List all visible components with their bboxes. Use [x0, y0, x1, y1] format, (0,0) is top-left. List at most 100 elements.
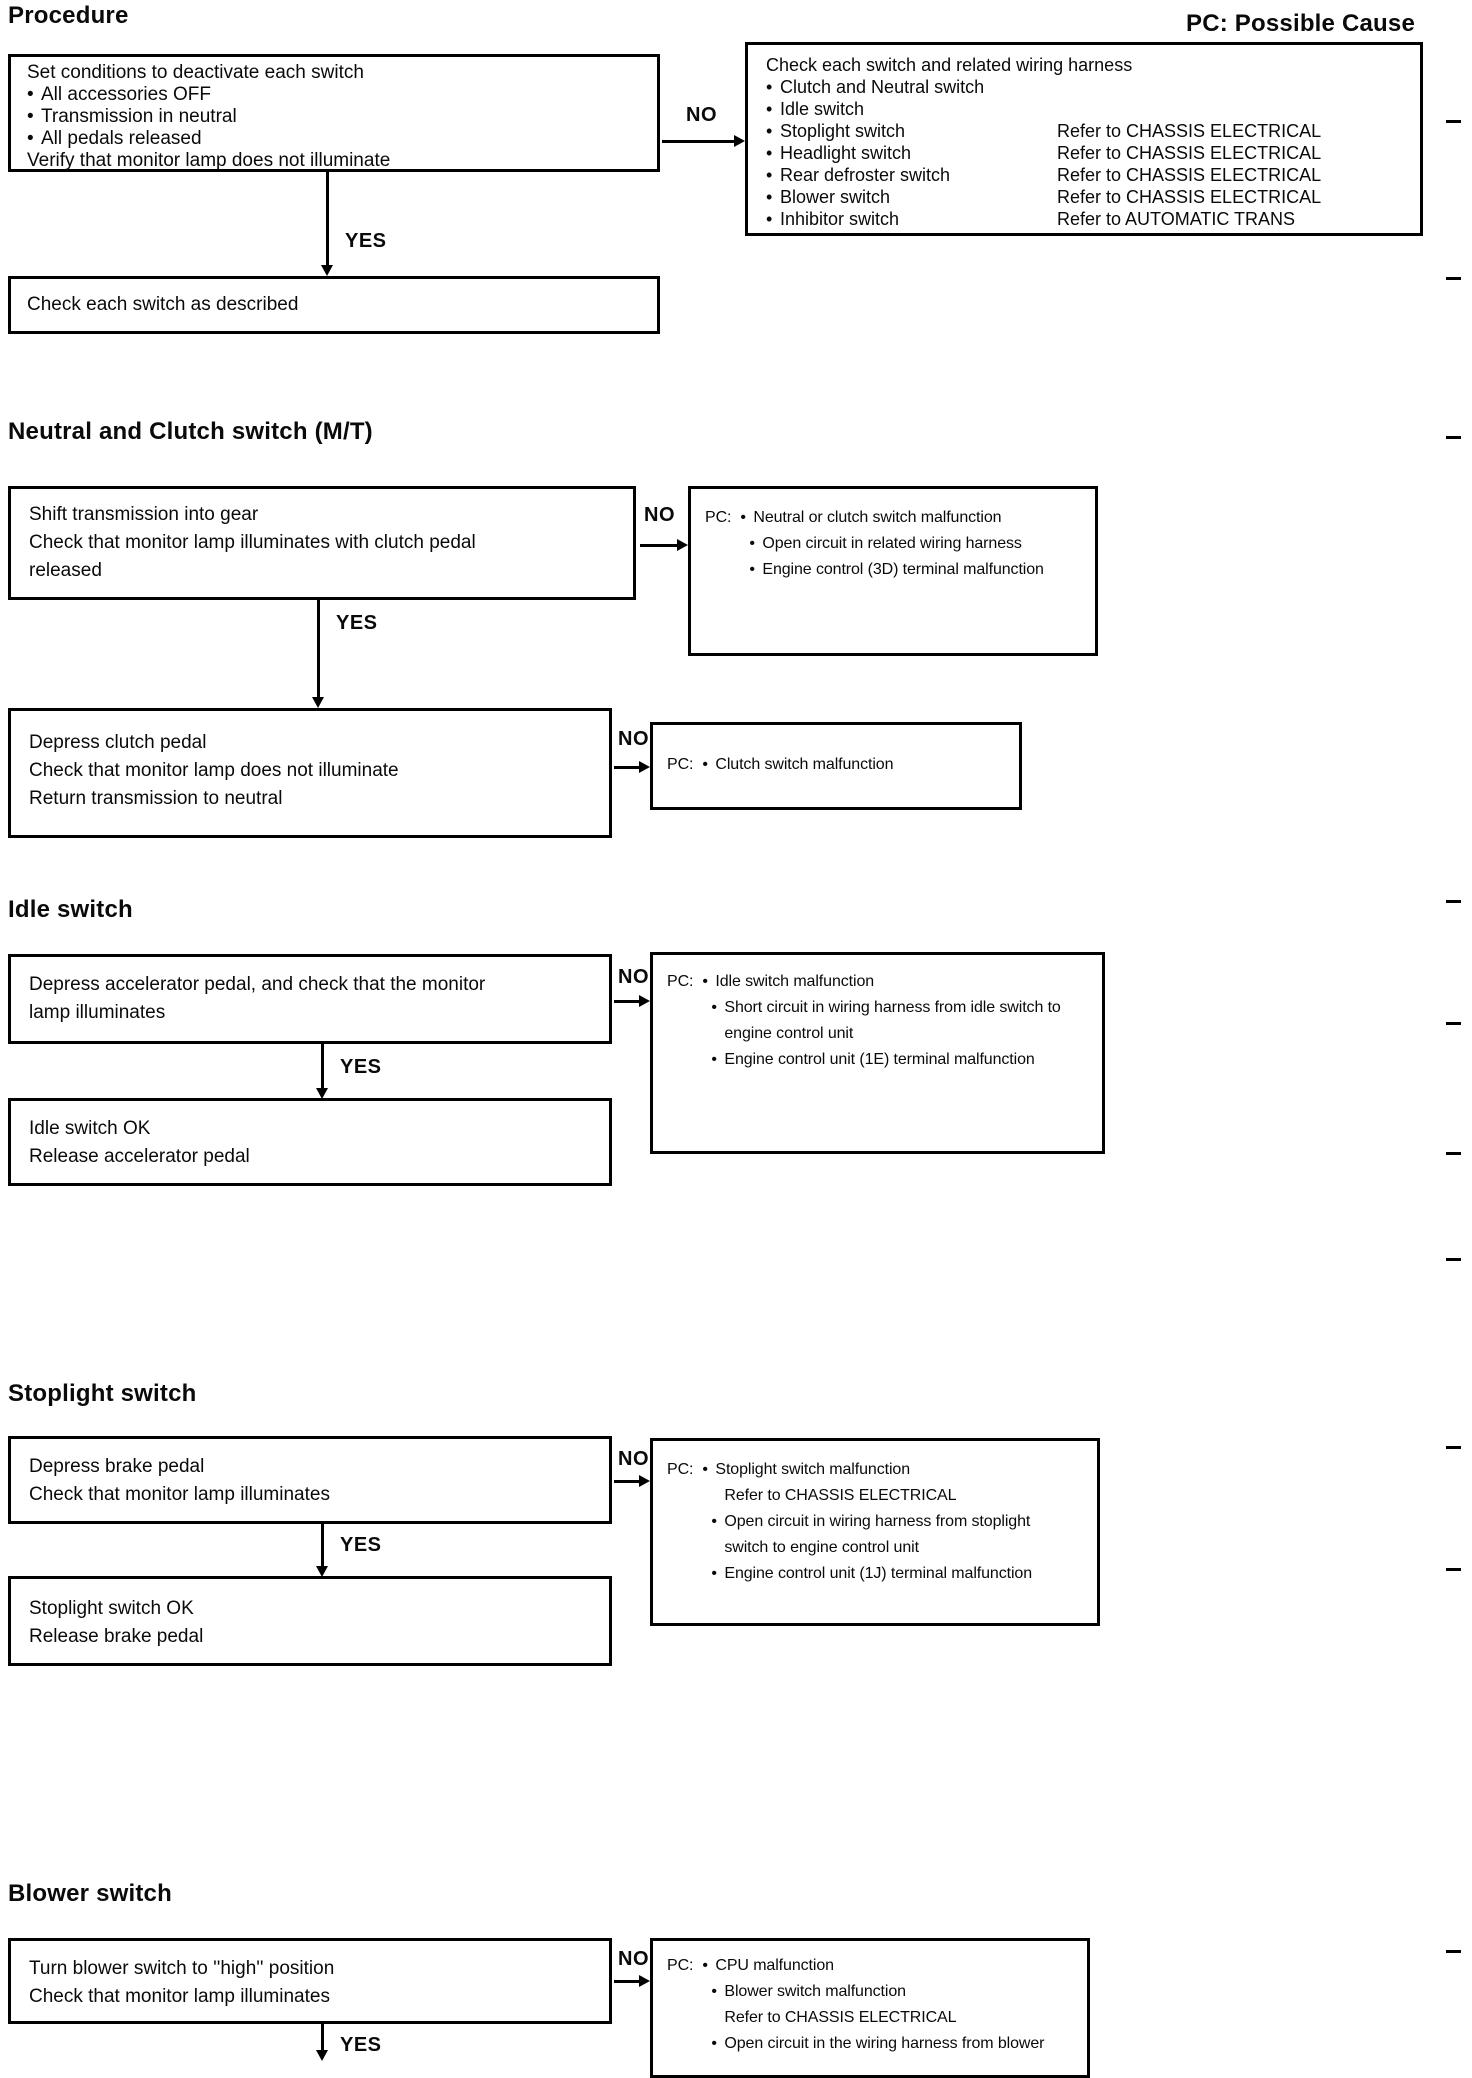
- text-line: Idle switch OK: [29, 1118, 151, 1139]
- text-line: Return transmission to neutral: [29, 788, 283, 809]
- text-line: engine control unit: [724, 1025, 854, 1042]
- yes-label: YES: [340, 1534, 382, 1556]
- idle-ok-box: Idle switch OK Release accelerator pedal: [8, 1098, 612, 1186]
- shift-into-gear-box: Shift transmission into gear Check that …: [8, 486, 636, 600]
- switch-row: Headlight switch Refer to CHASSIS ELECTR…: [766, 142, 1406, 164]
- scan-mark: [1446, 1568, 1461, 1571]
- pc-prefix: PC:: [667, 756, 694, 773]
- text-line: Check that monitor lamp illuminates: [29, 1484, 330, 1505]
- bullet-item: All accessories OFF: [27, 84, 641, 106]
- section-heading-idle: Idle switch: [8, 896, 133, 923]
- flow-arrow-down: [316, 1044, 328, 1099]
- flow-arrow-right: [662, 135, 745, 147]
- bullet-item: All pedals released: [27, 128, 641, 150]
- bullet-item: Transmission in neutral: [27, 106, 641, 128]
- pc-legend: PC: Possible Cause: [1185, 10, 1415, 37]
- text-line: switch to engine control unit: [724, 1539, 919, 1556]
- reference-text: Refer to CHASSIS ELECTRICAL: [1057, 121, 1322, 141]
- flow-arrow-down: [321, 172, 333, 276]
- switch-row: Idle switch: [766, 98, 1406, 120]
- no-label: NO: [618, 728, 649, 750]
- text-line: Turn blower switch to ''high'' position: [29, 1958, 335, 1979]
- stoplight-pc-box: PC: Stoplight switch malfunction Refer t…: [650, 1438, 1100, 1626]
- reference-text: Refer to CHASSIS ELECTRICAL: [1057, 187, 1322, 207]
- no-label: NO: [618, 1948, 649, 1970]
- text-line: Depress accelerator pedal, and check tha…: [29, 974, 486, 995]
- yes-label: YES: [345, 230, 387, 252]
- no-label: NO: [644, 504, 675, 526]
- reference-text: Refer to CHASSIS ELECTRICAL: [1057, 165, 1322, 185]
- bullet-item: Open circuit in the wiring harness from …: [711, 2031, 1044, 2057]
- text-line: Set conditions to deactivate each switch: [27, 62, 364, 83]
- text-line: Depress clutch pedal: [29, 732, 207, 753]
- scan-mark: [1446, 436, 1461, 439]
- pc-prefix: PC:: [667, 1957, 694, 1974]
- depress-clutch-box: Depress clutch pedal Check that monitor …: [8, 708, 612, 838]
- depress-accelerator-box: Depress accelerator pedal, and check tha…: [8, 954, 612, 1044]
- bullet-item: Open circuit in wiring harness from stop…: [711, 1509, 1032, 1535]
- flow-arrow-right: [614, 995, 650, 1007]
- switch-row: Rear defroster switch Refer to CHASSIS E…: [766, 164, 1406, 186]
- procedure-start-box: Set conditions to deactivate each switch…: [8, 54, 660, 172]
- yes-label: YES: [340, 2034, 382, 2056]
- scan-mark: [1446, 1950, 1461, 1953]
- bullet-item: Clutch and Neutral switch: [766, 77, 984, 97]
- section-heading-blower: Blower switch: [8, 1880, 172, 1907]
- text-line: Shift transmission into gear: [29, 504, 259, 525]
- bullet-item: Engine control unit (1E) terminal malfun…: [711, 1047, 1060, 1073]
- reference-text: Refer to AUTOMATIC TRANS: [1057, 209, 1296, 229]
- pc-prefix: PC:: [705, 509, 732, 526]
- section-heading-neutral-clutch: Neutral and Clutch switch (M/T): [8, 418, 373, 445]
- text-line: released: [29, 560, 102, 581]
- stoplight-ok-box: Stoplight switch OK Release brake pedal: [8, 1576, 612, 1666]
- clutch-pc-box: PC: Clutch switch malfunction: [650, 722, 1022, 810]
- scan-mark: [1446, 1152, 1461, 1155]
- pc-prefix: PC:: [667, 973, 694, 990]
- text-line: Verify that monitor lamp does not illumi…: [27, 150, 391, 171]
- cause-list: Clutch switch malfunction: [702, 752, 893, 780]
- turn-blower-box: Turn blower switch to ''high'' position …: [8, 1938, 612, 2024]
- bullet-item: Blower switch malfunction: [711, 1979, 1044, 2005]
- text-line: Check that monitor lamp illuminates: [29, 1986, 330, 2007]
- bullet-item: Short circuit in wiring harness from idl…: [711, 995, 1060, 1021]
- scan-mark: [1446, 1258, 1461, 1261]
- bullet-item: Engine control unit (1J) terminal malfun…: [711, 1561, 1032, 1587]
- reference-text: Refer to CHASSIS ELECTRICAL: [724, 2009, 957, 2026]
- text-line: lamp illuminates: [29, 1002, 166, 1023]
- page-title: Procedure: [8, 2, 129, 29]
- text-line: Check that monitor lamp illuminates with…: [29, 532, 476, 553]
- switch-row: Stoplight switch Refer to CHASSIS ELECTR…: [766, 120, 1406, 142]
- text-line: Check that monitor lamp does not illumin…: [29, 760, 399, 781]
- text-line: Check each switch and related wiring har…: [766, 55, 1133, 75]
- switch-row: Blower switch Refer to CHASSIS ELECTRICA…: [766, 186, 1406, 208]
- bullet-item: Idle switch: [766, 99, 864, 119]
- flow-arrow-right: [614, 761, 650, 773]
- text-line: Depress brake pedal: [29, 1456, 205, 1477]
- text-line: Release brake pedal: [29, 1626, 204, 1647]
- cause-list: Neutral or clutch switch malfunction Ope…: [740, 505, 1044, 637]
- bullet-item: Neutral or clutch switch malfunction: [740, 505, 1043, 531]
- flow-arrow-down: [312, 600, 324, 708]
- scan-mark: [1446, 900, 1461, 903]
- bullet-item: Stoplight switch: [766, 121, 905, 141]
- no-label: NO: [618, 1448, 649, 1470]
- check-each-switch-box: Check each switch as described: [8, 276, 660, 334]
- bullet-item: Rear defroster switch: [766, 165, 950, 185]
- flow-arrow-right: [640, 539, 688, 551]
- bullet-item: Clutch switch malfunction: [702, 752, 893, 778]
- bullet-item: Open circuit in related wiring harness: [749, 531, 1043, 557]
- bullet-item: Inhibitor switch: [766, 209, 899, 229]
- text-line: Stoplight switch OK: [29, 1598, 194, 1619]
- neutral-clutch-pc-box: PC: Neutral or clutch switch malfunction…: [688, 486, 1098, 656]
- switch-row: Clutch and Neutral switch: [766, 76, 1406, 98]
- bullet-item: Idle switch malfunction: [702, 969, 1060, 995]
- scan-mark: [1446, 1446, 1461, 1449]
- idle-pc-box: PC: Idle switch malfunction Short circui…: [650, 952, 1105, 1154]
- flow-arrow-down: [316, 1524, 328, 1577]
- blower-pc-box: PC: CPU malfunction Blower switch malfun…: [650, 1938, 1090, 2078]
- cause-list: Idle switch malfunction Short circuit in…: [702, 969, 1060, 1137]
- scan-mark: [1446, 277, 1461, 280]
- bullet-item: Stoplight switch malfunction: [702, 1457, 1032, 1483]
- cause-list: CPU malfunction Blower switch malfunctio…: [702, 1953, 1044, 2063]
- bullet-item: Engine control (3D) terminal malfunction: [749, 557, 1044, 583]
